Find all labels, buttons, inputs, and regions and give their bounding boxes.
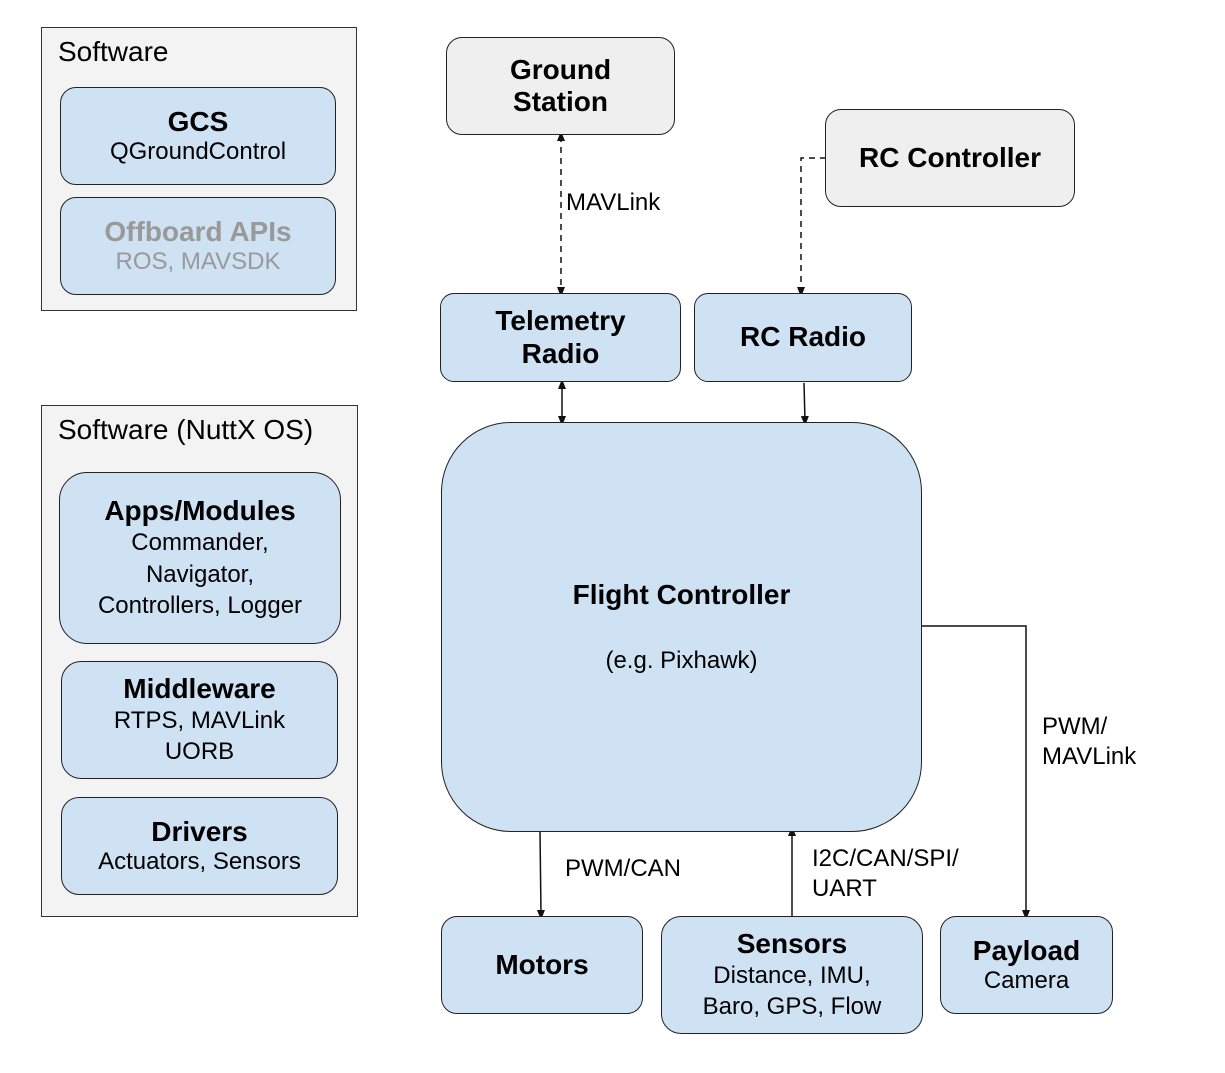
sensors-title: Sensors bbox=[736, 927, 848, 959]
ground-station-title: Ground Station bbox=[509, 53, 612, 117]
ground-station-node: Ground Station bbox=[446, 37, 675, 135]
software-panel-title: Software bbox=[58, 36, 169, 67]
flight-controller-node: Flight Controller (e.g. Pixhawk) bbox=[441, 422, 922, 832]
nuttx-panel-title: Software (NuttX OS) bbox=[58, 414, 314, 445]
motors-title: Motors bbox=[495, 948, 589, 980]
gcs-block: GCS QGroundControl bbox=[60, 87, 336, 185]
offboard-apis-title: Offboard APIs bbox=[104, 216, 292, 248]
drivers-block: Drivers Actuators, Sensors bbox=[61, 797, 338, 895]
middleware-title: Middleware bbox=[123, 672, 276, 704]
sensors-subtitle: Distance, IMU, Baro, GPS, Flow bbox=[702, 961, 882, 1021]
telemetry-radio-node: Telemetry Radio bbox=[440, 293, 681, 382]
apps-modules-block: Apps/Modules Commander, Navigator, Contr… bbox=[59, 472, 341, 644]
payload-node: Payload Camera bbox=[940, 916, 1113, 1014]
gcs-subtitle: QGroundControl bbox=[109, 138, 287, 166]
flight-controller-subtitle: (e.g. Pixhawk) bbox=[605, 647, 758, 675]
apps-modules-title: Apps/Modules bbox=[104, 495, 296, 527]
middleware-block: Middleware RTPS, MAVLink UORB bbox=[61, 661, 338, 779]
rc-controller-node: RC Controller bbox=[825, 109, 1075, 207]
drivers-title: Drivers bbox=[151, 816, 248, 848]
sensors-node: Sensors Distance, IMU, Baro, GPS, Flow bbox=[661, 916, 923, 1034]
payload-subtitle: Camera bbox=[983, 967, 1070, 995]
edge-fc-motors bbox=[536, 830, 545, 920]
middleware-subtitle: RTPS, MAVLink UORB bbox=[113, 706, 286, 766]
gcs-title: GCS bbox=[167, 106, 229, 138]
offboard-apis-subtitle: ROS, MAVSDK bbox=[115, 248, 281, 276]
rc-radio-node: RC Radio bbox=[694, 293, 912, 382]
apps-modules-subtitle: Commander, Navigator, Controllers, Logge… bbox=[97, 529, 303, 619]
nuttx-panel: Software (NuttX OS) Apps/Modules Command… bbox=[41, 405, 358, 917]
drivers-subtitle: Actuators, Sensors bbox=[98, 848, 301, 876]
offboard-apis-block: Offboard APIs ROS, MAVSDK bbox=[60, 197, 336, 295]
rc-controller-title: RC Controller bbox=[859, 141, 1041, 173]
flight-controller-title: Flight Controller bbox=[572, 579, 791, 611]
motors-node: Motors bbox=[441, 916, 643, 1014]
edge-rcradio-fc bbox=[800, 382, 809, 426]
payload-title: Payload bbox=[972, 935, 1081, 967]
edge-label-sensor-bus: I2C/CAN/SPI/ UART bbox=[812, 845, 959, 902]
edge-rccontroller-rcradio bbox=[797, 157, 826, 297]
rc-radio-title: RC Radio bbox=[740, 321, 866, 353]
edge-label-pwm-mavlink: PWM/ MAVLink bbox=[1042, 713, 1137, 770]
telemetry-radio-title: Telemetry Radio bbox=[495, 305, 626, 369]
edge-label-pwm-can: PWM/CAN bbox=[565, 855, 681, 882]
software-panel: Software GCS QGroundControl Offboard API… bbox=[41, 27, 357, 311]
edge-label-mavlink: MAVLink bbox=[566, 189, 661, 216]
